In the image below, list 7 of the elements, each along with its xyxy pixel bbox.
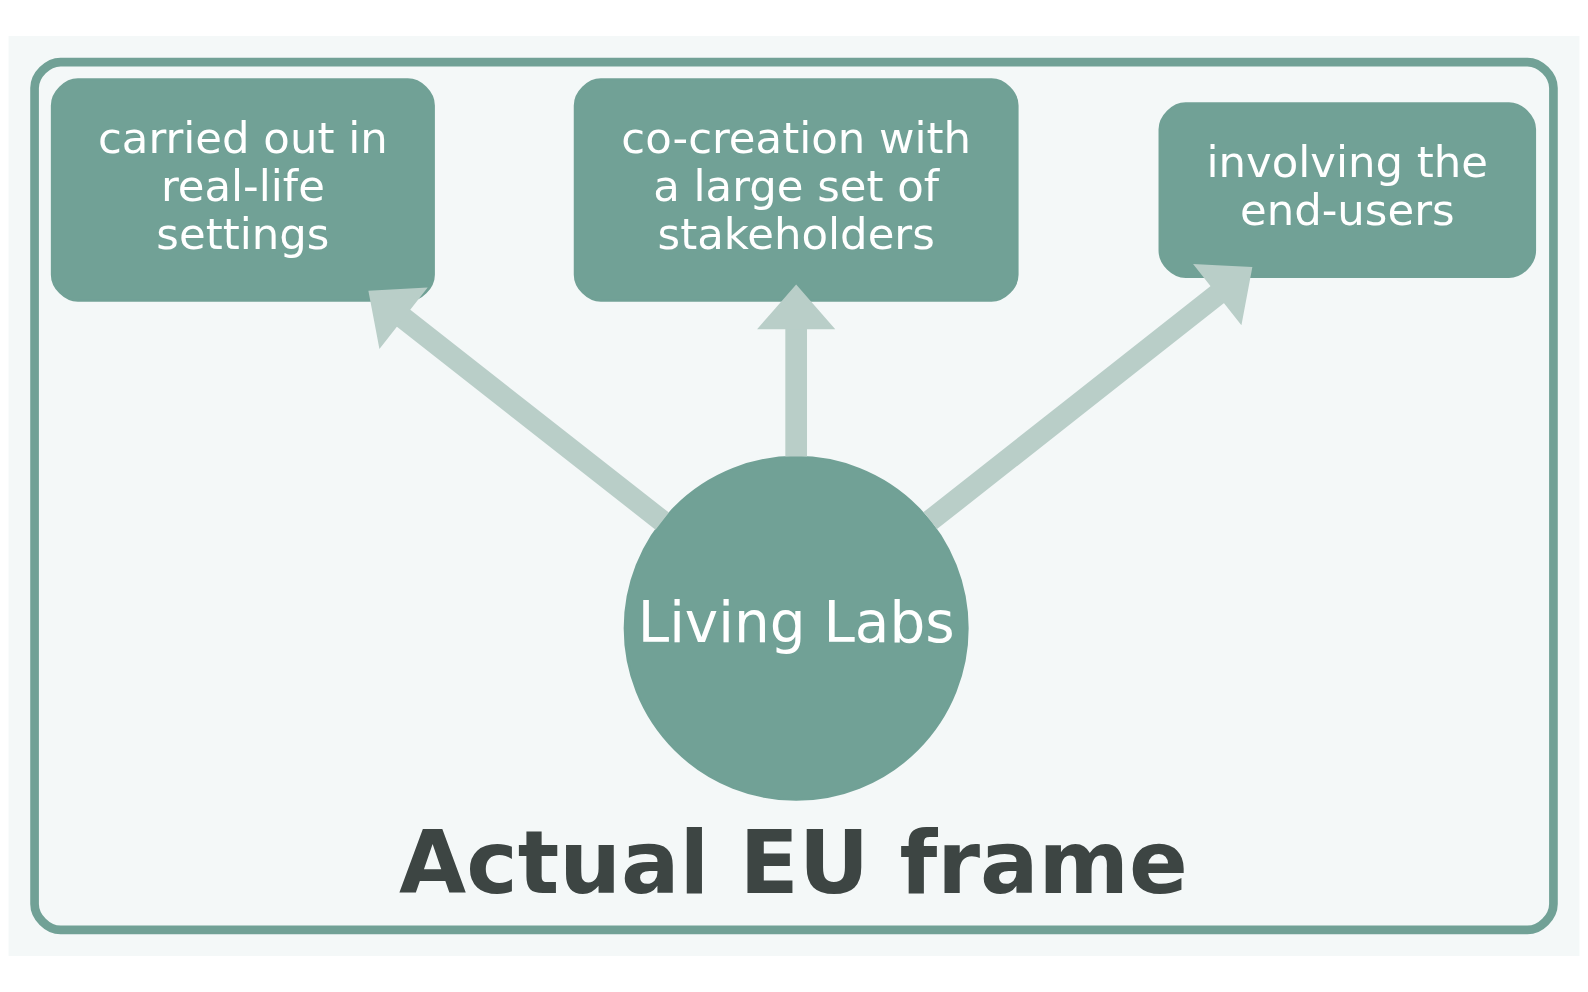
node-box: carried out in real-life settings [50, 78, 435, 302]
arrow [923, 263, 1253, 530]
arrow [368, 287, 669, 530]
arrow [757, 284, 836, 457]
node-circle: Living Labs [623, 455, 969, 801]
node-box: co-creation with a large set of stakeholders [573, 78, 1019, 302]
node-box: involving the end-users [1158, 102, 1537, 278]
